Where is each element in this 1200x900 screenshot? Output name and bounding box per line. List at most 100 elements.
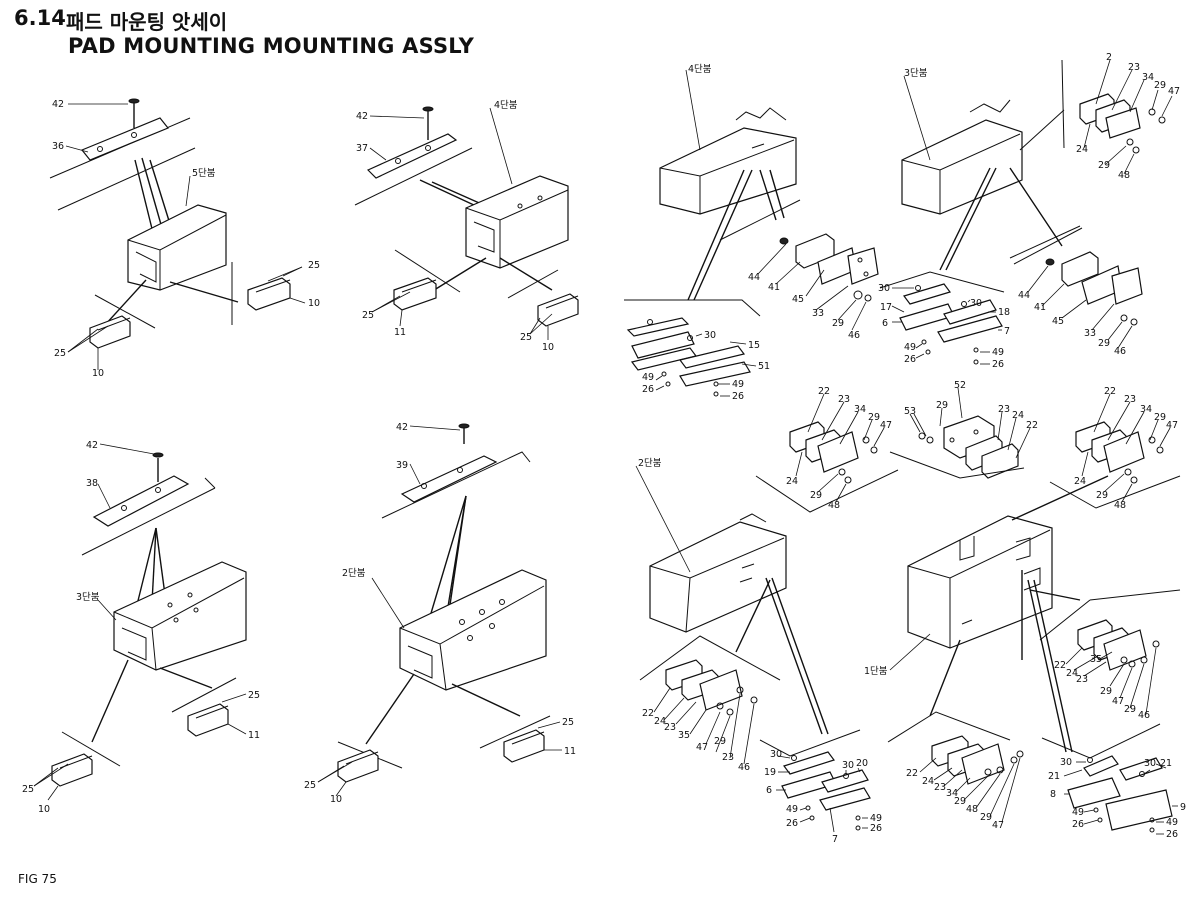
part-num-42: 42 [86, 440, 98, 451]
part-num-18: 18 [998, 307, 1010, 318]
part-num-6: 6 [882, 318, 888, 329]
part-num-10: 10 [542, 342, 554, 353]
view-boom4-pad-assembly: 42 37 25 11 25 10 4단붐 [354, 100, 579, 353]
part-num-48: 48 [966, 804, 978, 815]
part-num-29: 29 [1124, 704, 1136, 715]
part-num-11: 10 [330, 794, 342, 805]
part-num-49: 49 [642, 372, 654, 383]
part-num-29: 29 [1096, 490, 1108, 501]
part-num-30: 30 [842, 760, 854, 771]
part-num-44: 44 [1018, 290, 1030, 301]
part-num-47: 47 [1112, 696, 1124, 707]
part-num-25: 25 [248, 690, 260, 701]
boom-label-5: 5단붐 [192, 168, 216, 179]
part-num-41: 41 [1034, 302, 1046, 313]
section-number: 6.14 [14, 6, 66, 30]
part-num-25: 25 [304, 780, 316, 791]
part-num-23: 23 [722, 752, 734, 763]
part-num-25: 25 [54, 348, 66, 359]
part-num-46: 46 [1114, 346, 1126, 357]
part-num-30: 30 [970, 298, 982, 309]
part-num-23: 23 [664, 722, 676, 733]
part-num-45: 45 [1052, 316, 1064, 327]
part-num-11: 10 [38, 804, 50, 815]
part-num-46: 46 [1138, 710, 1150, 721]
part-num-29: 29 [1154, 412, 1166, 423]
part-num-22: 22 [642, 708, 654, 719]
section-title-korean: 패드 마운팅 앗세이 [66, 10, 228, 34]
part-num-29: 29 [868, 412, 880, 423]
part-num-29: 29 [714, 736, 726, 747]
part-num-34: 34 [946, 788, 958, 799]
part-num-49: 49 [1072, 807, 1084, 818]
part-num-24: 24 [654, 716, 666, 727]
part-num-24: 24 [1076, 144, 1088, 155]
view-boom5-pad-assembly: 42 36 25 10 25 10 5단붐 [49, 98, 320, 379]
section-title-english: PAD MOUNTING MOUNTING ASSLY [68, 34, 475, 58]
part-num-47: 47 [1166, 420, 1178, 431]
part-num-29: 29 [832, 318, 844, 329]
part-num-34: 34 [1142, 72, 1154, 83]
part-num-42: 42 [52, 99, 64, 110]
part-num-24: 24 [1012, 410, 1024, 421]
part-num-49: 49 [870, 813, 882, 824]
part-num-29: 29 [936, 400, 948, 411]
boom-label-3: 3단붐 [904, 68, 928, 79]
part-num-26: 26 [732, 391, 744, 402]
boom-label-1: 1단붐 [864, 666, 888, 677]
part-num-15: 15 [748, 340, 760, 351]
part-num-22: 22 [1026, 420, 1038, 431]
part-num-9: 9 [1180, 802, 1186, 813]
part-num-29: 29 [1154, 80, 1166, 91]
part-num-19: 19 [764, 767, 776, 778]
part-num-49: 49 [904, 342, 916, 353]
part-num-10: 10 [92, 368, 104, 379]
part-num-30: 30 [1060, 757, 1072, 768]
part-num-21: 21 [1160, 758, 1172, 769]
part-num-30: 30 [878, 283, 890, 294]
part-num-25: 25 [308, 260, 320, 271]
part-num-30: 30 [1144, 758, 1156, 769]
part-num-49: 49 [992, 347, 1004, 358]
part-num-52: 52 [954, 380, 966, 391]
part-num-45: 45 [792, 294, 804, 305]
part-num-10: 10 [308, 298, 320, 309]
boom-label-3: 3단붐 [76, 592, 100, 603]
part-num-24: 24 [1074, 476, 1086, 487]
part-num-2: 2 [1106, 52, 1112, 63]
part-num-22: 22 [818, 386, 830, 397]
part-num-23: 23 [998, 404, 1010, 415]
part-num-33: 33 [1084, 328, 1096, 339]
boom-label-4: 4단붐 [494, 100, 518, 111]
part-num-29: 29 [1098, 338, 1110, 349]
part-num-24: 24 [786, 476, 798, 487]
part-num-23: 23 [934, 782, 946, 793]
part-num-42: 42 [396, 422, 408, 433]
part-num-34: 34 [854, 404, 866, 415]
part-num-10: 11 [564, 746, 576, 757]
part-num-23: 23 [838, 394, 850, 405]
part-num-47: 47 [880, 420, 892, 431]
part-num-26: 26 [870, 823, 882, 834]
part-num-25: 25 [362, 310, 374, 321]
part-num-48: 48 [1114, 500, 1126, 511]
part-num-29: 29 [1100, 686, 1112, 697]
part-num-48: 48 [1118, 170, 1130, 181]
part-num-20: 20 [856, 758, 868, 769]
part-num-10: 11 [248, 730, 260, 741]
view-boom2-side-pad-assembly: 22 23 34 29 47 24 29 48 2단붐 [635, 386, 899, 845]
part-num-42: 42 [356, 111, 368, 122]
part-num-23: 23 [1124, 394, 1136, 405]
part-num-49: 49 [732, 379, 744, 390]
view-boom1-pad-assembly: 53 29 52 23 24 22 22 23 34 29 47 [864, 380, 1186, 840]
part-num-30: 30 [704, 330, 716, 341]
view-boom4-side-pad-assembly: 4단붐 44 41 45 33 29 46 [624, 64, 879, 402]
part-num-8: 8 [1050, 789, 1056, 800]
part-num-25: 25 [520, 332, 532, 343]
part-num-7: 7 [1004, 326, 1010, 337]
part-num-33: 33 [812, 308, 824, 319]
part-num-46: 46 [848, 330, 860, 341]
part-num-48: 48 [828, 500, 840, 511]
part-num-23: 23 [1128, 62, 1140, 73]
